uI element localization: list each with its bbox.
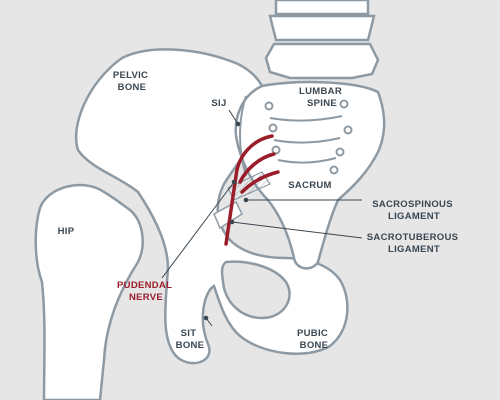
label-sacrum: SACRUM — [288, 180, 332, 191]
sacroiliac-joint — [239, 95, 247, 177]
label-sacrotuberous-ligament: SACROTUBEROUS LIGAMENT — [367, 232, 461, 255]
obturator-foramen — [220, 260, 291, 320]
lumbar-spine — [264, 0, 380, 80]
sacral-ridges — [269, 115, 343, 164]
sacral-foramina — [264, 99, 353, 175]
hip-bone — [34, 183, 144, 400]
leader-sit-bone-dot — [203, 315, 209, 321]
leader-pudendal-dot — [231, 179, 237, 185]
leader-sacrotuberous — [231, 221, 363, 239]
leader-sij-dot — [235, 121, 241, 127]
label-pudendal-nerve: PUDENDAL NERVE — [117, 280, 175, 303]
label-hip: HIP — [58, 226, 75, 237]
label-sit-bone: SIT BONE — [176, 328, 205, 351]
label-pelvic-bone: PELVIC BONE — [113, 70, 151, 93]
leader-sacrotuberous-dot — [229, 219, 235, 225]
label-sacrospinous-ligament: SACROSPINOUS LIGAMENT — [372, 199, 456, 222]
pudendal-nerve — [224, 134, 280, 246]
label-pubic-bone: PUBIC BONE — [297, 328, 331, 351]
label-sij: SIJ — [211, 98, 226, 109]
leader-sacrospinous-dot — [243, 197, 249, 203]
label-lumbar-spine: LUMBAR SPINE — [299, 86, 345, 109]
leader-lines — [161, 109, 363, 327]
sacrotuberous-ligament — [213, 200, 243, 230]
leader-pudendal — [161, 181, 235, 279]
leader-sij — [228, 109, 239, 125]
